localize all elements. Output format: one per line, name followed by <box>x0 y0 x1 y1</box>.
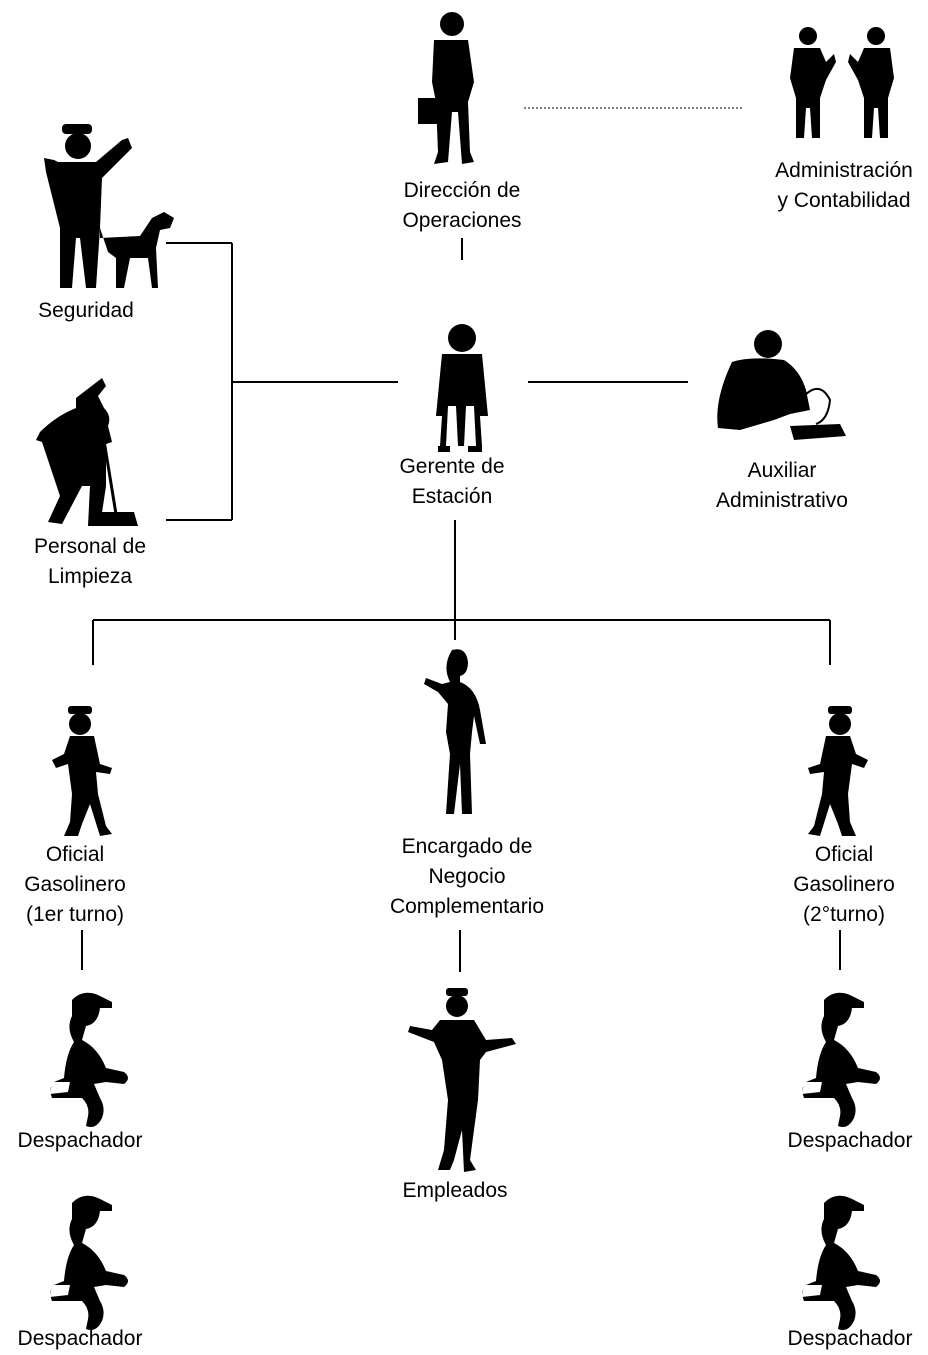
label-line: Limpieza <box>47 565 133 588</box>
label-line: y Contabilidad <box>777 189 911 212</box>
node-label-encargado: Encargado de Negocio Complementario <box>390 832 544 922</box>
label-line: Oficial <box>814 843 874 866</box>
label-line: Despachador <box>787 1327 913 1350</box>
node-label-empleados: Empleados <box>402 1176 507 1206</box>
connector-lines <box>81 107 841 972</box>
label-line: Dirección de <box>403 179 521 202</box>
label-line: Complementario <box>389 895 545 918</box>
label-line: (2°turno) <box>803 903 885 926</box>
node-label-oficial2: Oficial Gasolinero (2°turno) <box>793 840 895 930</box>
office-worker-desk-icon <box>717 330 846 440</box>
label-line: Operaciones <box>402 209 522 232</box>
two-people-talking-icon <box>790 27 894 138</box>
gas-attendant-icon <box>52 706 112 836</box>
label-line: Administrativo <box>716 489 848 512</box>
fuel-dispatcher-icon <box>50 1195 128 1330</box>
fuel-dispatcher-icon <box>802 1195 880 1330</box>
fuel-dispatcher-icon <box>50 992 128 1127</box>
label-line: Despachador <box>17 1129 143 1152</box>
label-line: Personal de <box>33 535 147 558</box>
node-label-despachador-left-2: Despachador <box>18 1324 143 1354</box>
label-line: Seguridad <box>38 299 134 322</box>
label-line: Auxiliar <box>747 459 817 482</box>
node-label-seguridad: Seguridad <box>38 296 134 326</box>
node-label-administracion: Administración y Contabilidad <box>775 156 913 216</box>
label-line: (1er turno) <box>25 903 125 926</box>
label-line: Gasolinero <box>793 873 895 896</box>
node-label-limpieza: Personal de Limpieza <box>34 532 146 592</box>
node-label-direccion: Dirección de Operaciones <box>402 176 521 236</box>
manager-icon <box>436 324 488 452</box>
label-line: Encargado de <box>401 835 533 858</box>
label-line: Oficial <box>45 843 105 866</box>
label-line: Despachador <box>17 1327 143 1350</box>
gas-attendant-icon <box>808 706 868 836</box>
woman-reading-icon <box>424 649 486 814</box>
label-line: Empleados <box>402 1179 508 1202</box>
node-label-oficial1: Oficial Gasolinero (1er turno) <box>24 840 126 930</box>
label-line: Gerente de <box>399 455 505 478</box>
node-label-despachador-right-2: Despachador <box>788 1324 913 1354</box>
node-label-despachador-right-1: Despachador <box>788 1126 913 1156</box>
label-line: Despachador <box>787 1129 913 1152</box>
fuel-dispatcher-icon <box>802 992 880 1127</box>
janitor-with-broom-icon <box>36 378 138 526</box>
businessman-briefcase-icon <box>418 12 474 164</box>
label-line: Negocio <box>428 865 506 888</box>
node-label-gerente: Gerente de Estación <box>399 452 504 512</box>
employee-shrugging-icon <box>408 988 516 1172</box>
security-guard-with-dog-icon <box>44 124 174 288</box>
label-line: Gasolinero <box>24 873 126 896</box>
label-line: Estación <box>411 485 493 508</box>
node-label-auxiliar: Auxiliar Administrativo <box>716 456 848 516</box>
label-line: Administración <box>775 159 913 182</box>
node-label-despachador-left-1: Despachador <box>18 1126 143 1156</box>
